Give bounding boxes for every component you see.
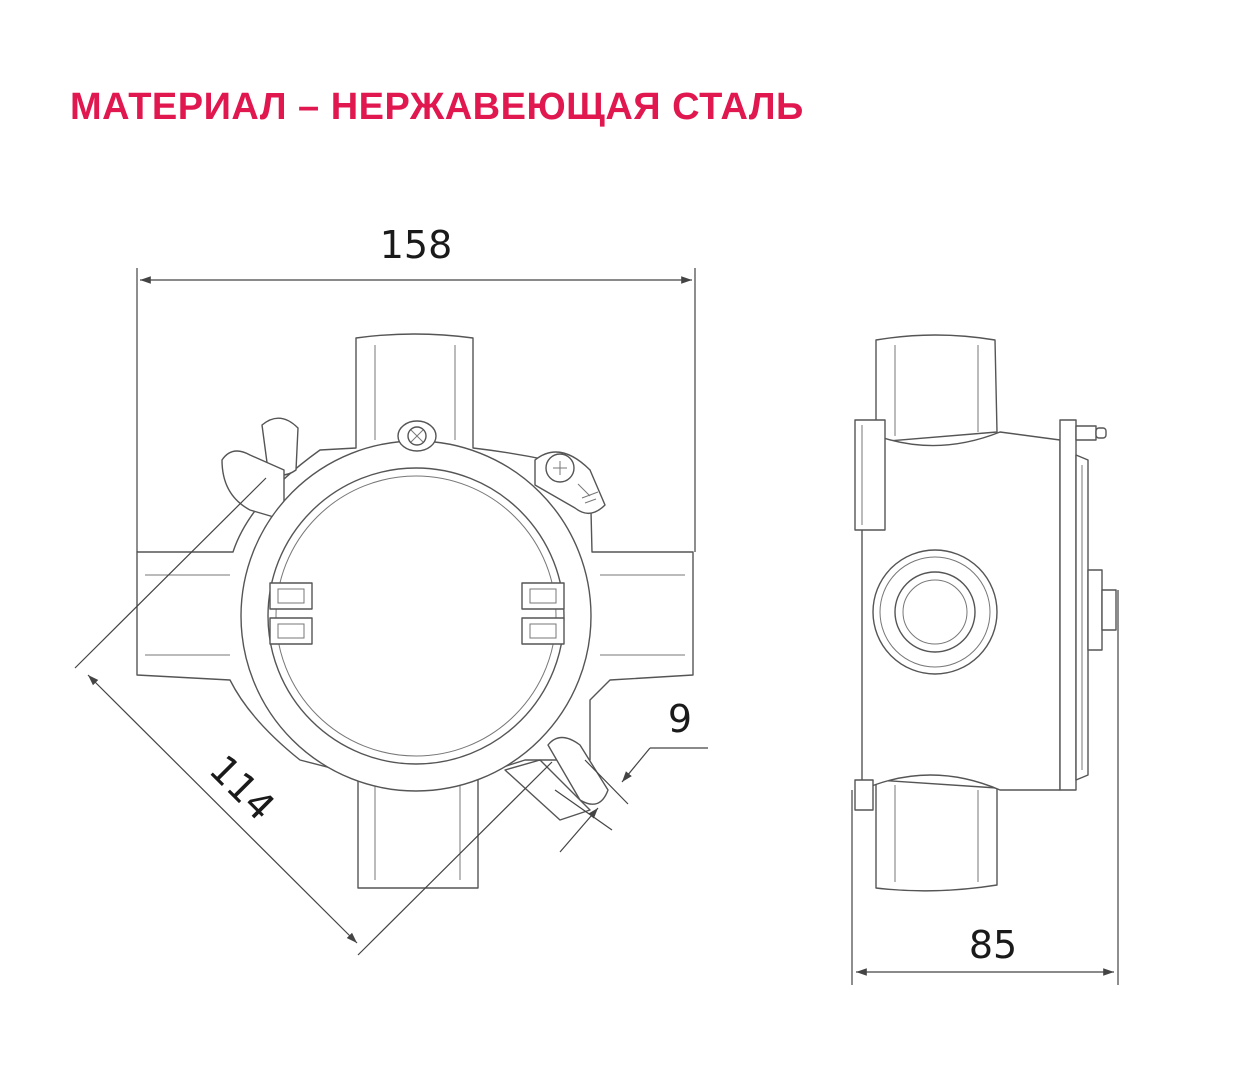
terminal-clips-left — [269, 582, 313, 645]
dimension-158: 158 — [136, 223, 696, 552]
side-view: 85 — [851, 334, 1119, 985]
lid-screw-icon — [397, 420, 437, 452]
dimension-label-85: 85 — [969, 923, 1017, 967]
cable-entry-icon — [872, 549, 998, 675]
ground-screw-icon — [534, 451, 606, 514]
side-lid-plate — [1059, 419, 1077, 791]
page-title: МАТЕРИАЛ – НЕРЖАВЕЮЩАЯ СТАЛЬ — [70, 86, 804, 128]
dimension-label-158: 158 — [380, 223, 453, 267]
front-view: 158 114 9 — [74, 223, 708, 956]
dimension-label-9: 9 — [668, 697, 692, 741]
dimension-85: 85 — [851, 590, 1119, 985]
dimension-label-114: 114 — [201, 747, 283, 829]
dimension-9: 9 — [554, 697, 708, 853]
terminal-clips-right — [521, 582, 565, 645]
front-flange-ring — [240, 440, 592, 792]
mounting-slot-lower-right — [547, 736, 609, 805]
